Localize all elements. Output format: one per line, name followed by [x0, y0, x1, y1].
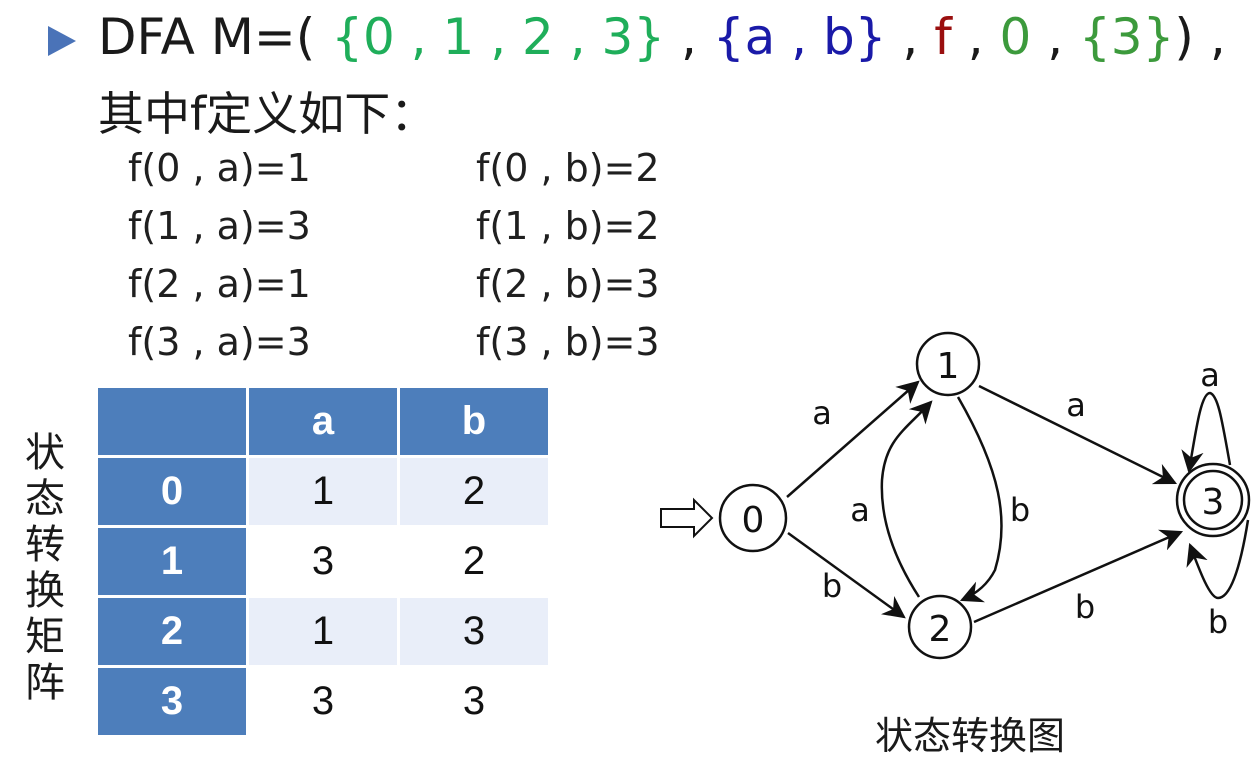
side-label-char: 转	[25, 522, 65, 568]
final-states: {3}	[1078, 8, 1175, 66]
edge-label-2-3: b	[1075, 588, 1095, 626]
cell-a: 3	[249, 668, 397, 735]
transition-matrix: a b 0 1 2 1 3 2 2 1 3 3 3 3	[95, 385, 551, 738]
edge-2-1	[880, 400, 933, 598]
state-0-label: 0	[742, 500, 765, 541]
edge-label-2-1: a	[850, 491, 870, 529]
diagram-caption: 状态转换图	[875, 714, 1066, 758]
side-label-char: 状	[25, 430, 65, 476]
edge-3-3-a	[1181, 391, 1232, 474]
separator: ,	[951, 8, 1000, 66]
transition-def-left-1: f(1 , a)=3	[128, 204, 311, 248]
state-2: 2	[907, 594, 973, 660]
side-label-char: 阵	[25, 660, 65, 706]
row-state: 0	[98, 458, 246, 525]
table-row: 0 1 2	[98, 458, 548, 525]
state-2-label: 2	[929, 609, 952, 650]
table-row: 1 3 2	[98, 528, 548, 595]
edge-label-0-1: a	[812, 394, 832, 432]
cell-b: 3	[400, 668, 548, 735]
edge-1-2	[956, 396, 1003, 603]
state-3-label: 3	[1202, 482, 1225, 523]
side-label-char: 换	[25, 568, 65, 614]
edge-0-2	[787, 531, 906, 619]
edge-label-1-2: b	[1010, 491, 1030, 529]
matrix-header-b: b	[400, 388, 548, 455]
separator: ,	[665, 8, 713, 66]
transition-def-left-2: f(2 , a)=1	[128, 262, 311, 306]
state-0: 0	[718, 483, 788, 553]
side-label-char: 矩	[25, 614, 65, 660]
cell-b: 2	[400, 458, 548, 525]
transition-function: f	[934, 8, 952, 66]
matrix-side-label: 状 态 转 换 矩 阵	[22, 430, 68, 706]
cell-a: 3	[249, 528, 397, 595]
separator: ,	[886, 8, 935, 66]
matrix-corner-cell	[98, 388, 246, 455]
state-1: 1	[915, 331, 981, 397]
edge-3-3-b	[1186, 519, 1250, 600]
edge-0-1	[786, 380, 920, 498]
edge-label-0-2: b	[822, 567, 842, 605]
cell-b: 3	[400, 598, 548, 665]
row-state: 1	[98, 528, 246, 595]
edge-label-3-3-a: a	[1200, 356, 1220, 394]
states-set: {0 , 1 , 2 , 3}	[331, 8, 666, 66]
transition-def-right-1: f(1 , b)=2	[476, 204, 660, 248]
row-state: 2	[98, 598, 246, 665]
table-row: 3 3 3	[98, 668, 548, 735]
matrix-header-row: a b	[98, 388, 548, 455]
cell-a: 1	[249, 458, 397, 525]
cell-b: 2	[400, 528, 548, 595]
start-arrow-icon	[660, 497, 714, 539]
state-3-final: 3	[1175, 462, 1251, 538]
matrix-header-a: a	[249, 388, 397, 455]
edge-label-3-3-b: b	[1208, 603, 1228, 641]
state-1-label: 1	[937, 346, 960, 387]
side-label-char: 态	[25, 476, 65, 522]
table-row: 2 1 3	[98, 598, 548, 665]
definition-intro: 其中f定义如下：	[98, 87, 437, 141]
alphabet-set: {a , b}	[712, 8, 887, 66]
cell-a: 1	[249, 598, 397, 665]
transition-def-right-2: f(2 , b)=3	[476, 262, 660, 306]
edge-label-1-3: a	[1066, 386, 1086, 424]
transition-def-right-3: f(3 , b)=3	[476, 320, 660, 364]
row-state: 3	[98, 668, 246, 735]
bullet-triangle-icon	[48, 26, 76, 56]
dfa-prefix: DFA M=(	[98, 8, 332, 66]
separator: ,	[1031, 8, 1079, 66]
transition-def-left-3: f(3 , a)=3	[128, 320, 311, 364]
start-state: 0	[999, 8, 1032, 66]
transition-def-right-0: f(0 , b)=2	[476, 146, 660, 190]
transition-def-left-0: f(0 , a)=1	[128, 146, 311, 190]
dfa-suffix: ) ,	[1174, 8, 1226, 66]
edge-2-3	[973, 529, 1184, 624]
edge-1-3	[978, 384, 1178, 485]
dfa-definition: DFA M=( {0 , 1 , 2 , 3} , {a , b} , f , …	[98, 8, 1226, 66]
